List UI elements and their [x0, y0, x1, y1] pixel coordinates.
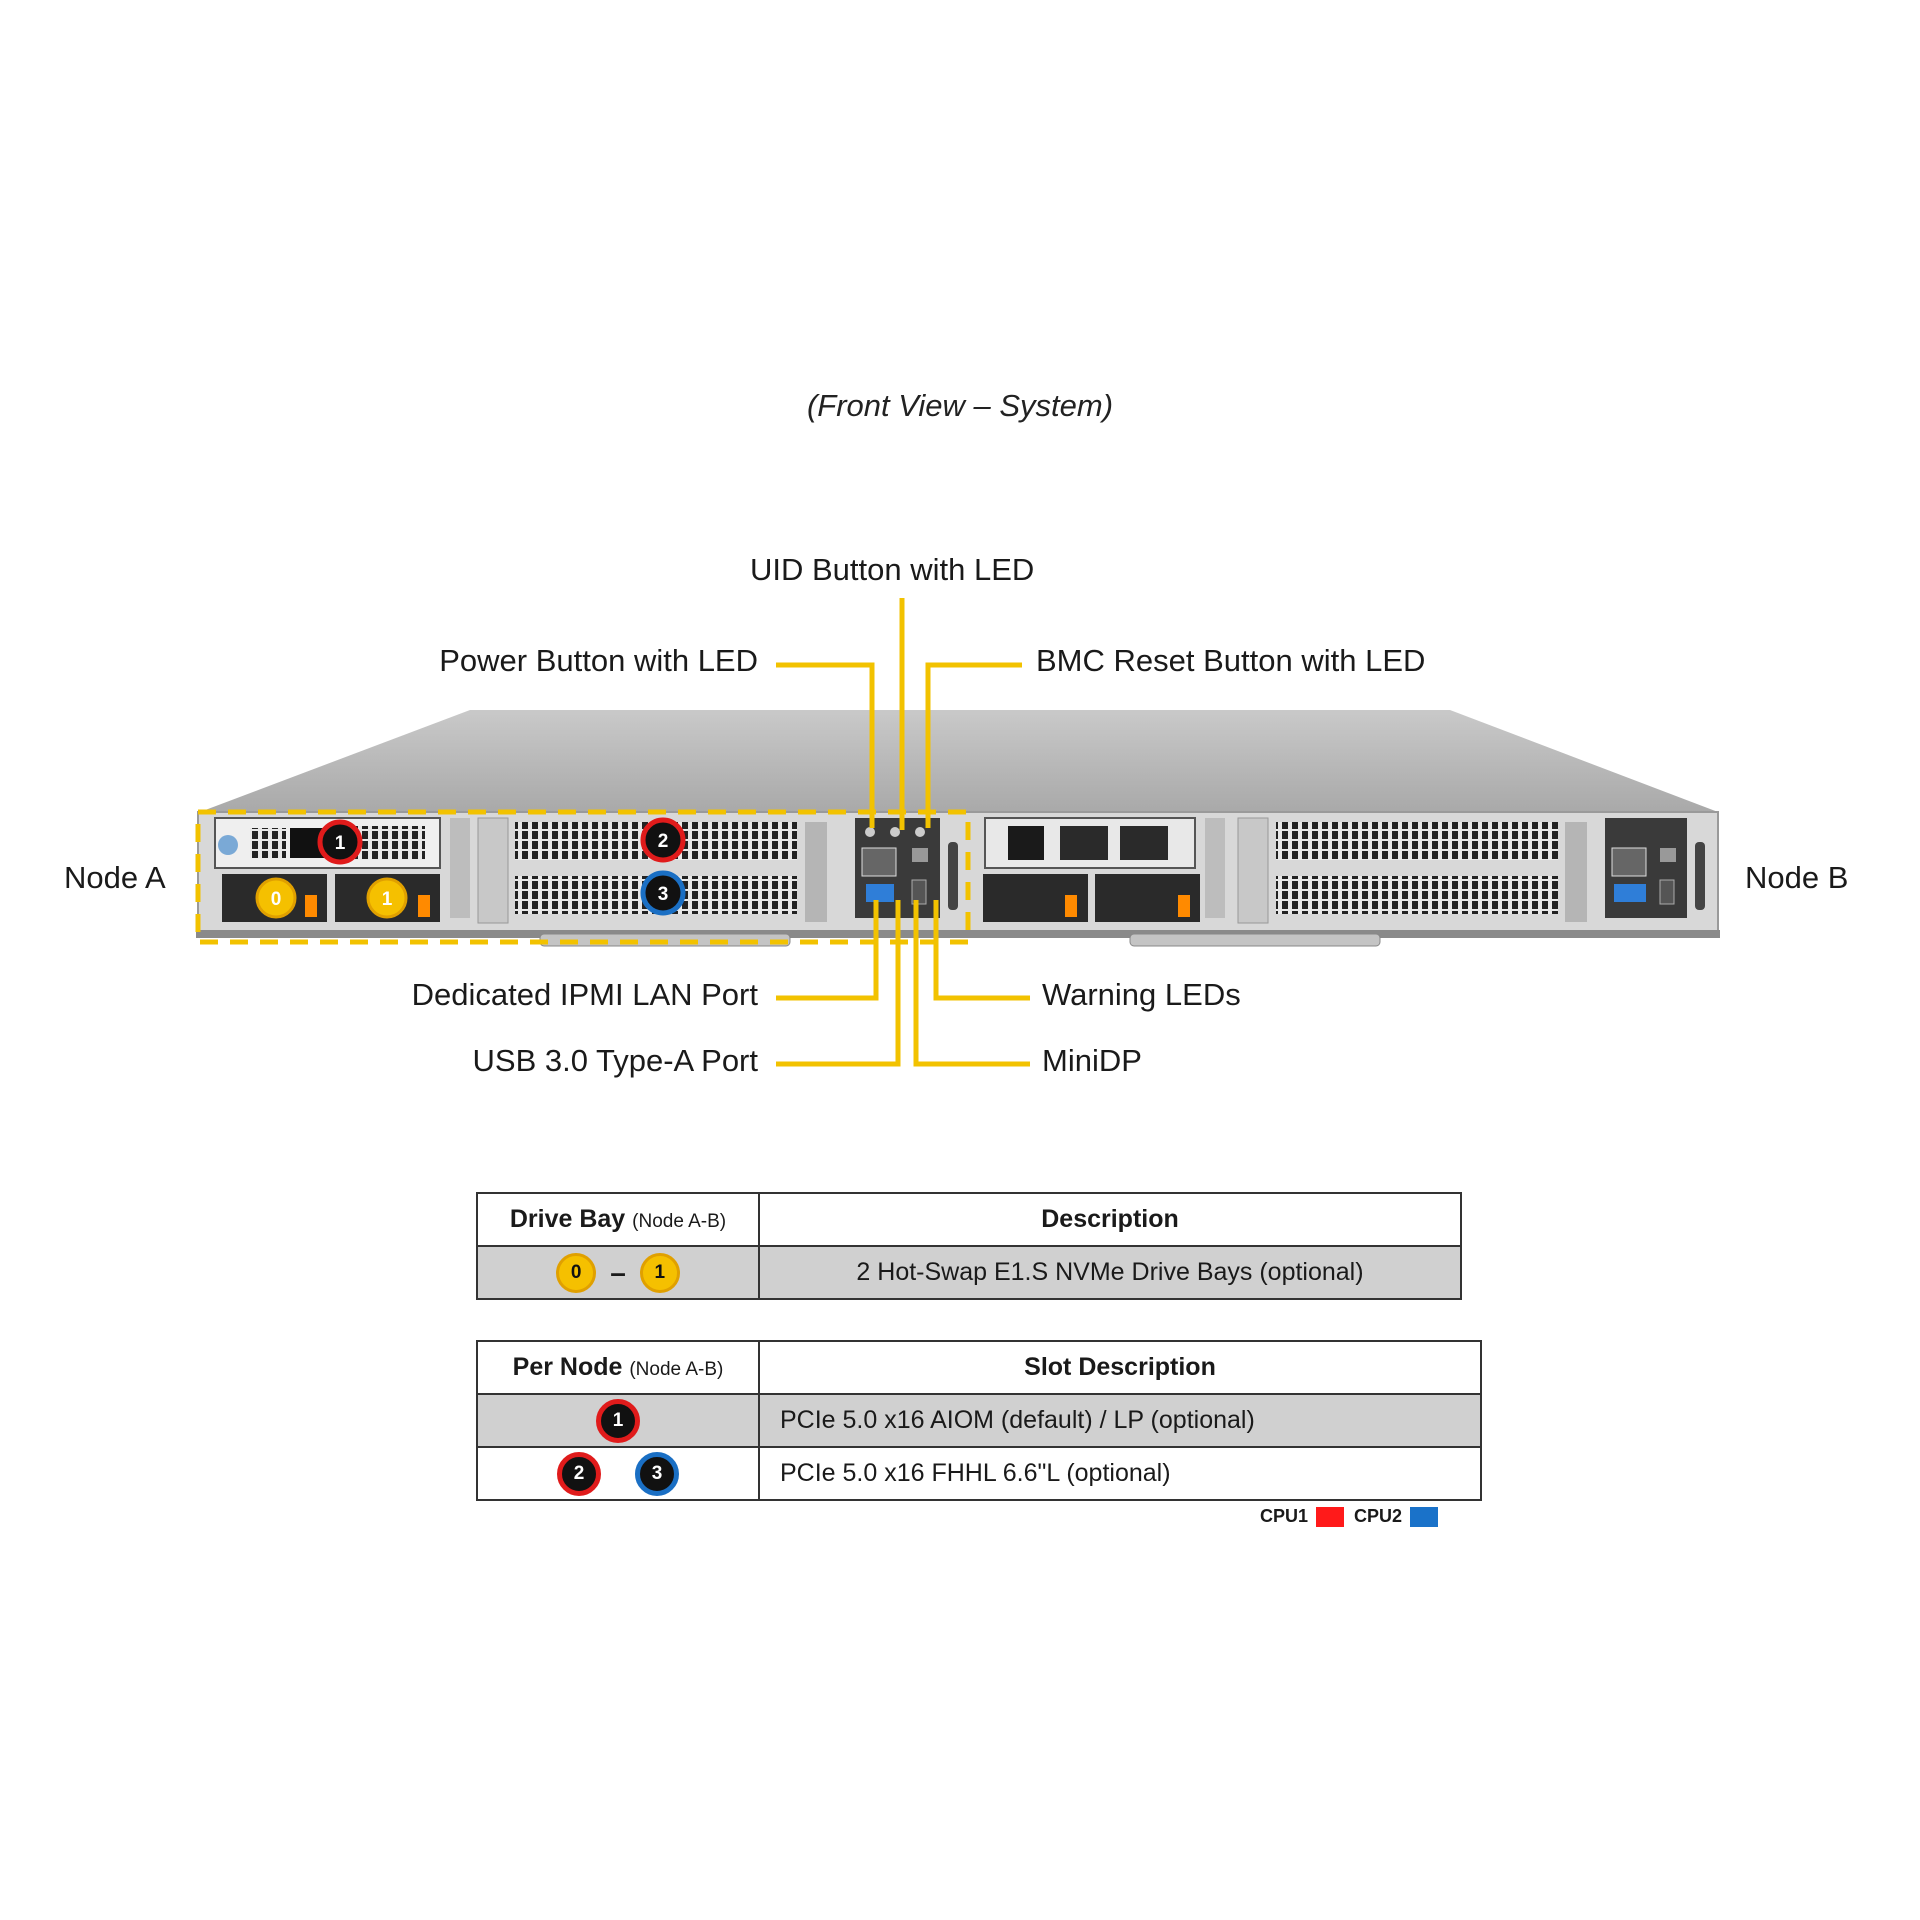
callout-power: Power Button with LED	[439, 643, 758, 678]
table-row: 0–1 2 Hot-Swap E1.S NVMe Drive Bays (opt…	[476, 1245, 1462, 1300]
slot-description: PCIe 5.0 x16 AIOM (default) / LP (option…	[758, 1393, 1482, 1448]
callout-uid: UID Button with LED	[750, 552, 1035, 587]
line-power	[776, 662, 875, 828]
line-ipmi	[776, 900, 879, 1001]
table-row: 1 PCIe 5.0 x16 AIOM (default) / LP (opti…	[476, 1393, 1482, 1448]
per-node-header: Per Node (Node A-B)	[476, 1340, 760, 1395]
slot-table: Per Node (Node A-B) Slot Description 1 P…	[476, 1340, 1482, 1501]
legend-cpu1-swatch	[1316, 1506, 1345, 1527]
drive-bay-header: Drive Bay (Node A-B)	[476, 1192, 760, 1247]
line-usb	[776, 900, 901, 1067]
bay-badge: 0	[556, 1252, 597, 1293]
node-a-label: Node A	[64, 860, 166, 895]
drive-bay-description: 2 Hot-Swap E1.S NVMe Drive Bays (optiona…	[758, 1245, 1462, 1300]
slot-badge-1: 1	[317, 819, 363, 865]
slot-badge: 3	[635, 1451, 679, 1496]
svg-text:0: 0	[271, 889, 282, 910]
callout-lines	[776, 598, 1030, 1067]
slot-badge-2: 2	[640, 817, 686, 863]
line-bmc	[925, 662, 1022, 828]
line-warning	[933, 900, 1030, 1001]
legend-cpu2-swatch	[1410, 1506, 1439, 1527]
slot-badge-3: 3	[640, 870, 686, 916]
description-header: Description	[758, 1192, 1462, 1247]
svg-text:1: 1	[382, 889, 393, 910]
callout-ipmi-lan: Dedicated IPMI LAN Port	[411, 977, 758, 1012]
callout-minidp: MiniDP	[1042, 1043, 1142, 1078]
slot-badge: 1	[596, 1398, 640, 1443]
bay-badge-1: 1	[366, 877, 408, 919]
chassis-top	[200, 710, 1718, 812]
slot-description-header: Slot Description	[758, 1340, 1482, 1395]
svg-text:1: 1	[335, 833, 346, 854]
drive-bay-table: Drive Bay (Node A-B) Description 0–1 2 H…	[476, 1192, 1462, 1300]
legend-cpu2-label: CPU2	[1354, 1506, 1403, 1526]
slot-description: PCIe 5.0 x16 FHHL 6.6"L (optional)	[758, 1446, 1482, 1501]
line-minidp	[913, 900, 1030, 1067]
callout-bmc-reset: BMC Reset Button with LED	[1036, 643, 1426, 678]
node-b-label: Node B	[1745, 860, 1849, 895]
svg-text:2: 2	[658, 831, 669, 852]
callout-warning-leds: Warning LEDs	[1042, 977, 1241, 1012]
bay-badge: 1	[639, 1252, 680, 1293]
bay-badge-0: 0	[255, 877, 297, 919]
legend-cpu1-label: CPU1	[1260, 1506, 1309, 1526]
slot-badge: 2	[557, 1451, 601, 1496]
cpu-legend: CPU1 CPU2	[1260, 1506, 1448, 1527]
callout-usb: USB 3.0 Type-A Port	[472, 1043, 758, 1078]
view-title: (Front View – System)	[806, 388, 1114, 423]
svg-text:3: 3	[658, 884, 669, 905]
